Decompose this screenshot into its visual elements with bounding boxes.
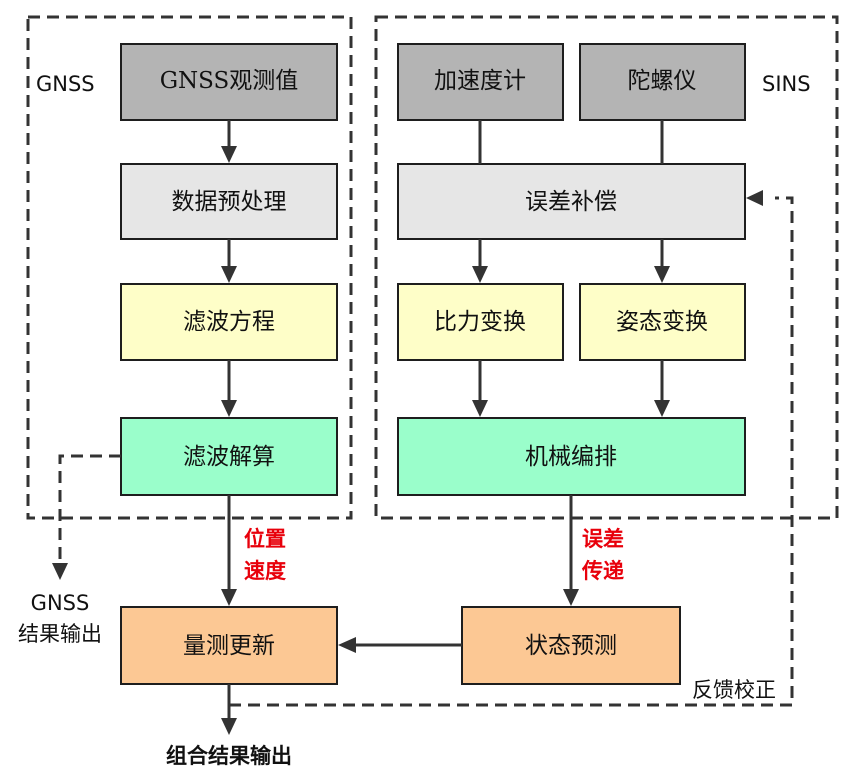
state-prediction-box [461, 606, 681, 685]
arrow-mechanization-to-state-prediction [563, 495, 579, 606]
propagation-label: 传递 [581, 559, 624, 583]
accelerometer-box [397, 43, 564, 121]
arrow-preprocess-to-filter-eq [221, 239, 237, 283]
accelerometer-label: 加速度计 [434, 68, 526, 94]
arrow-attitude-transform-to-mechanization [654, 360, 670, 417]
sins-region-label: SINS [762, 72, 811, 96]
gnss-region-border [26, 15, 353, 520]
gyroscope-label: 陀螺仪 [628, 68, 697, 94]
mechanization-box [397, 417, 746, 496]
dashed-arrow-gnss-result-output [52, 454, 121, 580]
gnss-output-label-line2: 结果输出 [18, 622, 102, 646]
dashed-arrow-feedback-correction [229, 190, 794, 707]
error-compensation-label: 误差补偿 [525, 189, 617, 215]
gnss-region-label: GNSS [36, 72, 95, 96]
velocity-label: 速度 [244, 559, 286, 583]
gyroscope-box [579, 43, 746, 121]
filter-solution-label: 滤波解算 [183, 444, 275, 470]
filter-equation-label: 滤波方程 [183, 309, 275, 335]
filter-equation-box [120, 283, 338, 361]
arrow-force-transform-to-mechanization [472, 360, 488, 417]
combined-output-label: 组合结果输出 [166, 744, 292, 768]
position-label: 位置 [244, 527, 286, 551]
sins-region-border [374, 15, 839, 520]
arrow-state-prediction-to-meas-update [338, 637, 462, 653]
arrow-filter-solve-to-meas-update [221, 495, 237, 606]
specific-force-transform-label: 比力变换 [434, 309, 526, 335]
state-prediction-label: 状态预测 [525, 633, 617, 659]
gnss-observation-label: GNSS观测值 [160, 68, 299, 94]
gnss-observation-box [120, 43, 338, 121]
attitude-transform-label: 姿态变换 [616, 309, 708, 335]
measurement-update-label: 量测更新 [183, 633, 275, 659]
arrow-gnss-obs-to-preprocess [221, 120, 237, 163]
measurement-update-box [120, 606, 338, 685]
arrow-error-comp-to-attitude-transform [654, 239, 670, 283]
error-compensation-box [397, 163, 746, 240]
arrow-error-comp-to-force-transform [472, 239, 488, 283]
arrow-filter-eq-to-filter-solve [221, 360, 237, 417]
gnss-output-label-line1: GNSS [31, 591, 90, 615]
data-preprocess-label: 数据预处理 [172, 189, 287, 215]
mechanization-label: 机械编排 [525, 444, 617, 470]
error-label: 误差 [582, 527, 624, 551]
feedback-correction-label: 反馈校正 [692, 678, 776, 702]
arrow-meas-update-to-combined-output [221, 684, 237, 735]
data-preprocess-box [120, 163, 338, 240]
